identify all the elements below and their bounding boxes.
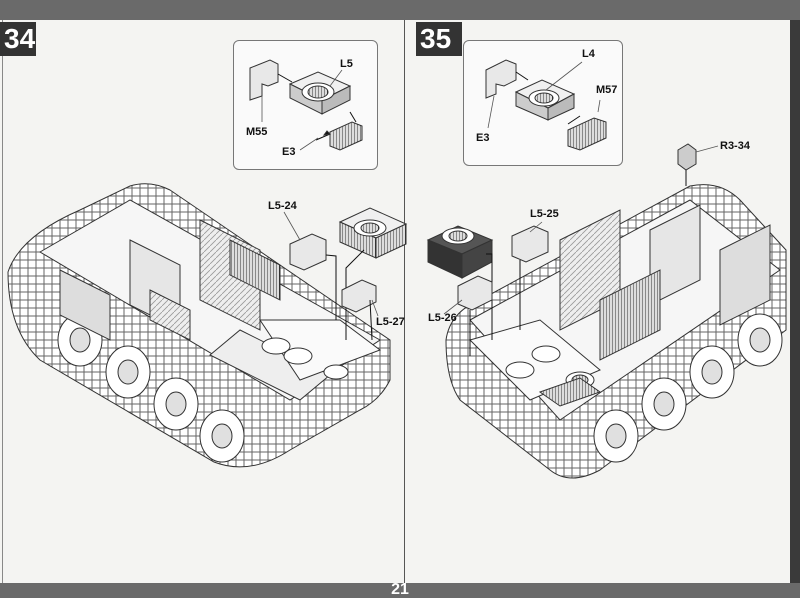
callout-r3-34: R3-34	[720, 140, 750, 152]
step-34-inset-parts	[249, 59, 363, 151]
part-label-e3: E3	[282, 146, 296, 158]
bottom-bar	[0, 583, 800, 598]
part-label-e3-35: E3	[476, 132, 490, 144]
page-divider	[404, 20, 405, 583]
top-bar	[0, 0, 800, 20]
callout-l5-25: L5-25	[530, 208, 559, 220]
step-34-hull-assembly	[7, 183, 408, 468]
step-35-hull-assembly	[426, 143, 787, 479]
callout-leaders	[283, 211, 543, 317]
step-35-number: 35	[416, 22, 462, 56]
page-number: 21	[391, 581, 409, 598]
part-label-l5: L5	[340, 58, 353, 70]
left-border	[2, 20, 3, 583]
step-35-inset-parts	[485, 59, 607, 151]
callout-l5-24: L5-24	[268, 200, 297, 212]
callout-l5-26: L5-26	[428, 312, 457, 324]
right-edge-shadow	[790, 20, 800, 583]
part-label-m57: M57	[596, 84, 618, 96]
part-label-m55: M55	[246, 126, 268, 138]
callout-l5-27: L5-27	[376, 316, 405, 328]
part-label-l4: L4	[582, 48, 595, 60]
step-34-number: 34	[0, 22, 36, 56]
